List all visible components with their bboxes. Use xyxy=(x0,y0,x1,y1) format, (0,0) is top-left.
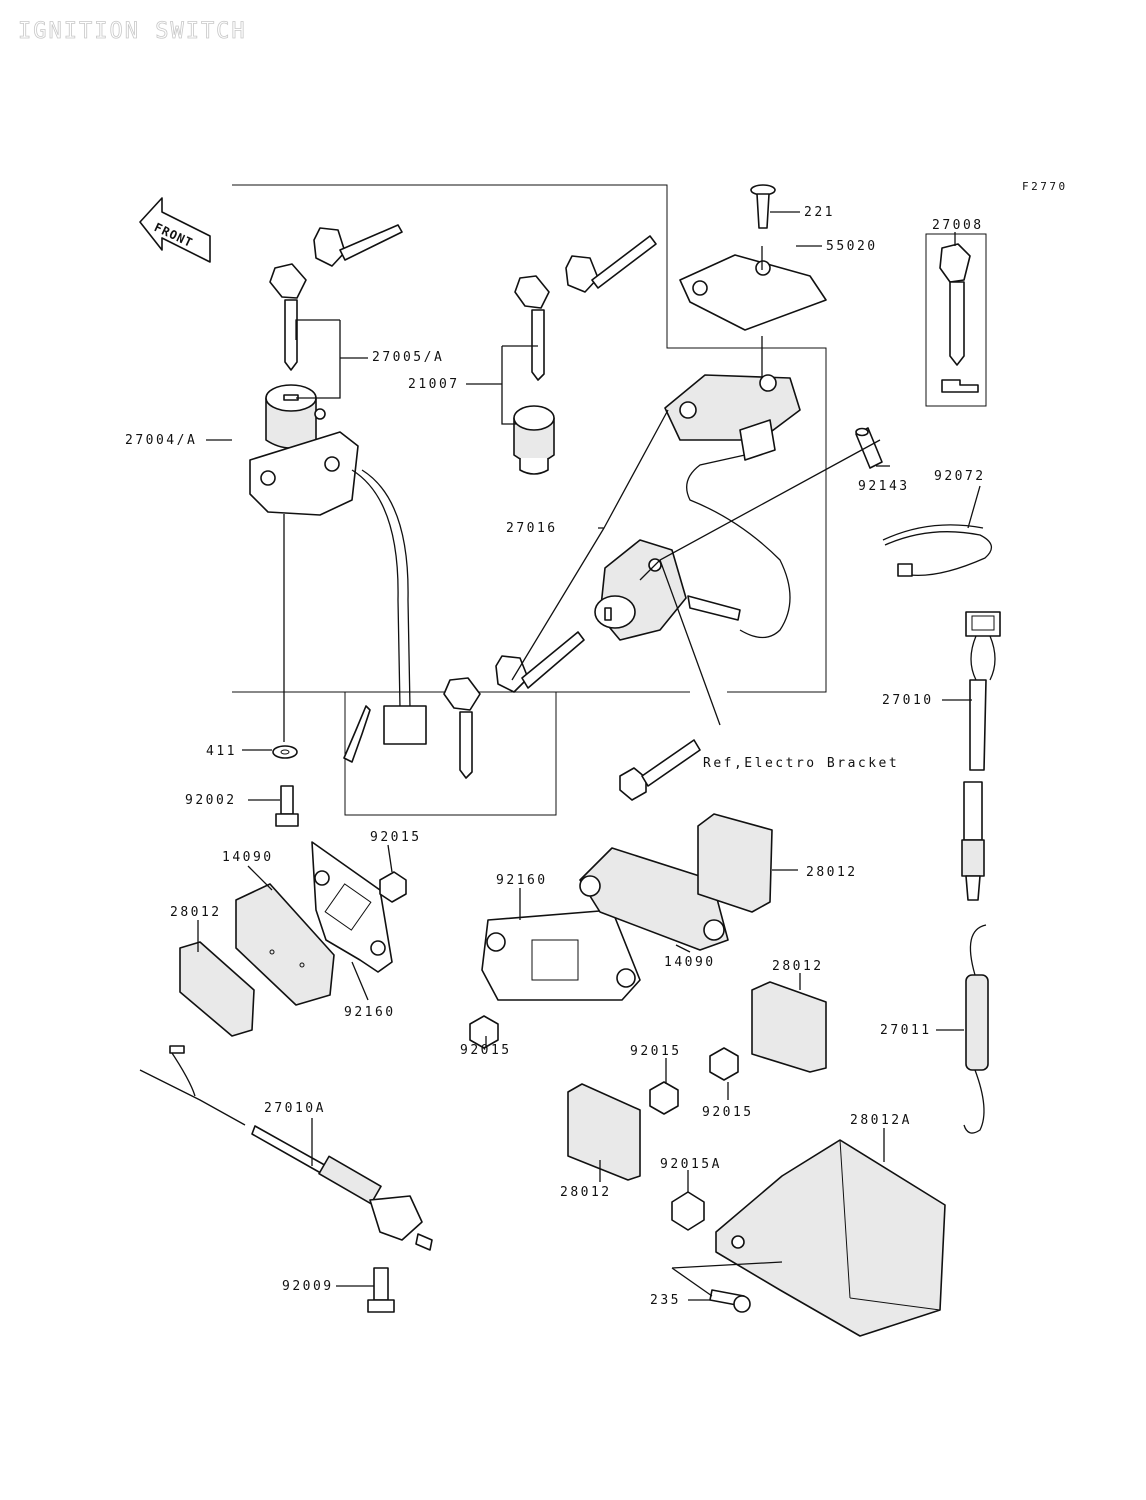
label-28012-b: 28012 xyxy=(806,865,858,880)
label-28012A: 28012A xyxy=(850,1113,912,1128)
label-92160-a: 92160 xyxy=(344,1005,396,1020)
leader-lines xyxy=(197,211,981,1301)
key-set-icon xyxy=(269,224,403,371)
label-27008: 27008 xyxy=(932,218,984,233)
label-411: 411 xyxy=(206,744,237,759)
figure-code: F2770 xyxy=(1022,180,1068,193)
spring-27011-icon xyxy=(963,924,989,1134)
bolt-235-icon xyxy=(709,1289,751,1313)
nut-92015-right2-icon xyxy=(709,1047,739,1081)
nut-92015-left-icon xyxy=(379,871,407,903)
regulator-middle-icon xyxy=(481,813,827,1073)
regulator-left-icon xyxy=(179,841,393,1037)
label-92015-b: 92015 xyxy=(460,1043,512,1058)
label-27010A: 27010A xyxy=(264,1101,326,1116)
label-55020: 55020 xyxy=(826,239,878,254)
seat-lock-keys-icon xyxy=(443,631,585,779)
label-14090-a: 14090 xyxy=(222,850,274,865)
label-92160-b: 92160 xyxy=(496,873,548,888)
plate-55020-icon xyxy=(679,254,827,331)
label-92015A: 92015A xyxy=(660,1157,722,1172)
cable-tie-icon xyxy=(882,524,992,577)
key-set-2-icon xyxy=(514,235,657,381)
label-28012-c: 28012 xyxy=(772,959,824,974)
assembly-outline xyxy=(232,184,827,816)
label-27016: 27016 xyxy=(506,521,558,536)
label-92015-c: 92015 xyxy=(630,1044,682,1059)
key-blank-icon xyxy=(939,243,979,393)
label-92002: 92002 xyxy=(185,793,237,808)
nut-92015-right1-icon xyxy=(649,1081,679,1115)
label-28012-a: 28012 xyxy=(170,905,222,920)
label-92072: 92072 xyxy=(934,469,986,484)
label-21007: 21007 xyxy=(408,377,460,392)
label-92143: 92143 xyxy=(858,479,910,494)
part-labels: 27004/A 27005/A 21007 27016 221 55020 27… xyxy=(125,205,986,1308)
label-221: 221 xyxy=(804,205,835,220)
latch-bracket-icon xyxy=(664,374,801,639)
tube-92143-icon xyxy=(855,427,883,469)
electro-bracket-bolt-icon xyxy=(619,739,701,801)
diagram-title: IGNITION SWITCH xyxy=(18,19,247,44)
ignition-switch-icon xyxy=(249,384,427,763)
label-27004A: 27004/A xyxy=(125,433,197,448)
label-27005A: 27005/A xyxy=(372,350,444,365)
bolt-92009-icon xyxy=(367,1267,395,1313)
bolt-92002-icon xyxy=(275,785,299,827)
cable-27010A-icon xyxy=(139,1045,433,1251)
nut-92015-mid-icon xyxy=(469,1015,499,1049)
label-28012-d: 28012 xyxy=(560,1185,612,1200)
label-14090-b: 14090 xyxy=(664,955,716,970)
regulator-28012-bottom-icon xyxy=(567,1083,641,1181)
switch-27010-icon xyxy=(961,611,1001,901)
label-27011: 27011 xyxy=(880,1023,932,1038)
seat-lock-icon xyxy=(594,539,741,641)
lock-cylinder-icon xyxy=(513,405,555,475)
washer-411-icon xyxy=(272,745,298,759)
label-92015-d: 92015 xyxy=(702,1105,754,1120)
label-27010: 27010 xyxy=(882,693,934,708)
label-92009: 92009 xyxy=(282,1279,334,1294)
front-arrow-icon: FRONT xyxy=(139,197,211,263)
screw-221-icon xyxy=(750,184,776,229)
key-27008-box xyxy=(925,233,987,407)
label-92015-a: 92015 xyxy=(370,830,422,845)
label-ref-electro-bracket: Ref,Electro Bracket xyxy=(703,756,899,771)
label-235: 235 xyxy=(650,1293,681,1308)
nut-92015A-icon xyxy=(671,1191,705,1231)
